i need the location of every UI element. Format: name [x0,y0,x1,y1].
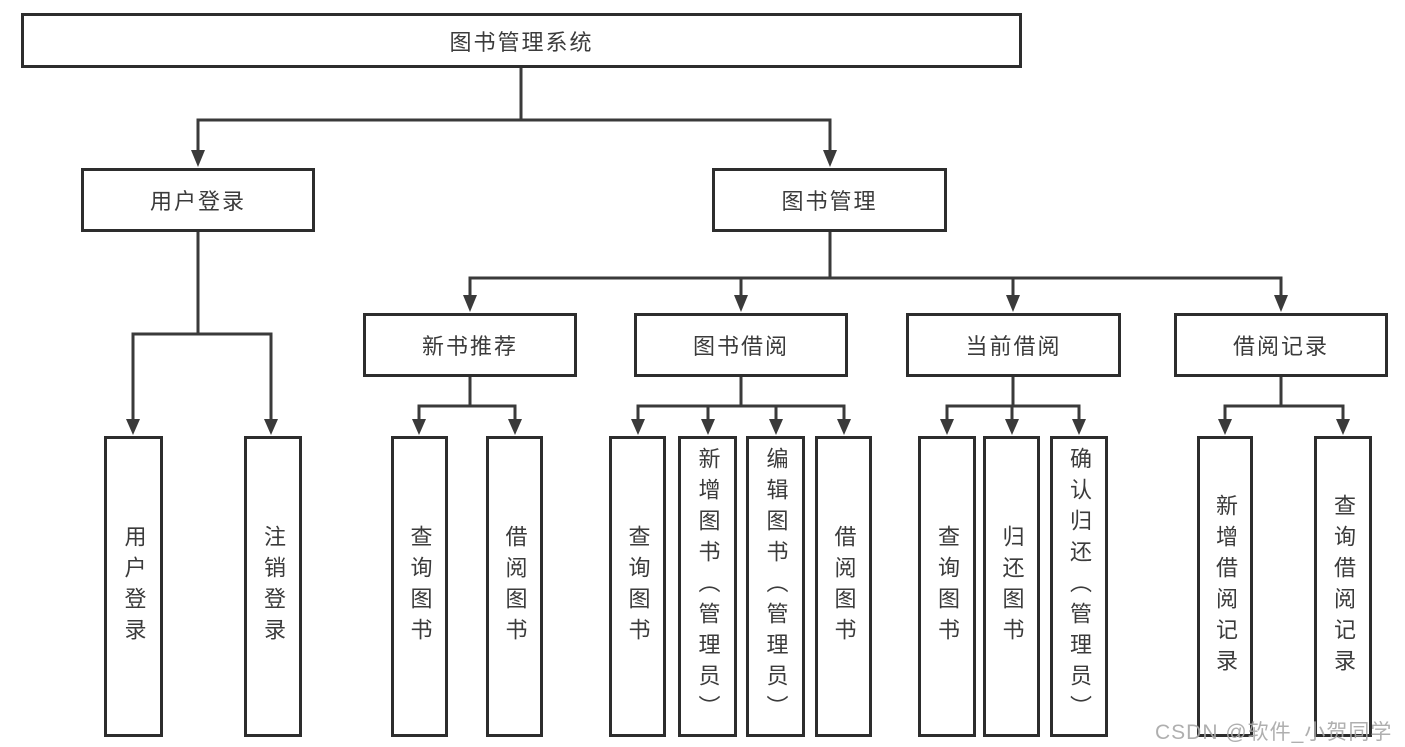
leaf-borrow-add-books-admin-label: 新增图书（管理员） [695,447,721,726]
leaf-current-query-books: 查询图书 [918,436,976,737]
leaf-borrow-borrow-books: 借阅图书 [815,436,872,737]
leaf-borrow-borrow-books-label: 借阅图书 [831,524,857,649]
leaf-records-add-record: 新增借阅记录 [1197,436,1253,737]
node-new-book-recommend: 新书推荐 [363,313,577,377]
leaf-borrow-add-books-admin: 新增图书（管理员） [678,436,737,737]
leaf-user-login: 用户登录 [104,436,163,737]
node-root: 图书管理系统 [21,13,1022,68]
leaf-records-query-record: 查询借阅记录 [1314,436,1372,737]
watermark: CSDN @软件_小贺同学 [1155,721,1393,744]
leaf-user-login-label: 用户登录 [121,524,147,649]
node-borrow-records-label: 借阅记录 [1232,334,1329,359]
leaf-borrow-query-books: 查询图书 [609,436,666,737]
node-current-borrow: 当前借阅 [906,313,1121,377]
leaf-records-query-record-label: 查询借阅记录 [1331,493,1356,680]
leaf-current-return-books-label: 归还图书 [999,524,1025,649]
leaf-borrow-edit-books-admin-label: 编辑图书（管理员） [763,447,789,726]
node-user-login: 用户登录 [81,168,315,232]
leaf-borrow-edit-books-admin: 编辑图书（管理员） [746,436,805,737]
node-book-borrow-label: 图书借阅 [692,334,789,359]
leaf-recommend-borrow-books: 借阅图书 [486,436,543,737]
leaf-records-add-record-label: 新增借阅记录 [1213,493,1238,680]
leaf-borrow-query-books-label: 查询图书 [625,524,651,649]
leaf-current-confirm-return-admin-label: 确认归还（管理员） [1067,447,1092,726]
leaf-current-return-books: 归还图书 [983,436,1040,737]
node-user-login-label: 用户登录 [149,189,246,214]
node-borrow-records: 借阅记录 [1174,313,1388,377]
node-current-borrow-label: 当前借阅 [965,334,1062,359]
leaf-current-confirm-return-admin: 确认归还（管理员） [1050,436,1108,737]
node-book-management: 图书管理 [712,168,947,232]
leaf-recommend-query-books-label: 查询图书 [407,524,433,649]
leaf-current-query-books-label: 查询图书 [935,524,960,649]
leaf-recommend-query-books: 查询图书 [391,436,448,737]
node-root-label: 图书管理系统 [449,29,594,55]
node-new-book-recommend-label: 新书推荐 [421,334,518,359]
node-book-management-label: 图书管理 [781,189,878,214]
leaf-recommend-borrow-books-label: 借阅图书 [502,524,528,649]
node-book-borrow: 图书借阅 [634,313,848,377]
leaf-logout: 注销登录 [244,436,302,737]
leaf-logout-label: 注销登录 [261,524,286,649]
